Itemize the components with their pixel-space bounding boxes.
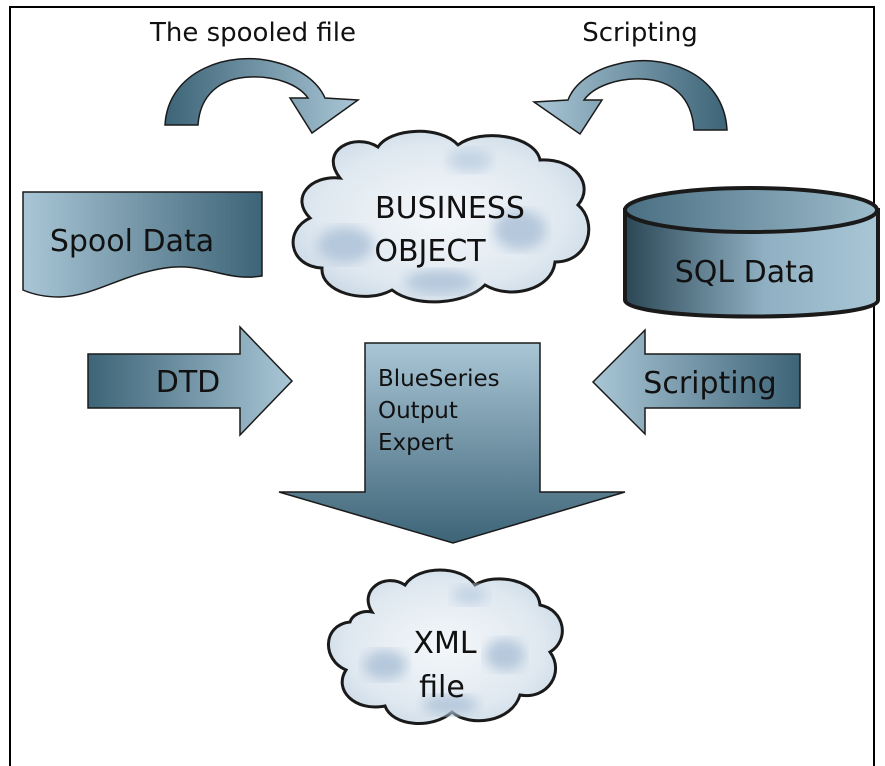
spool-data-document bbox=[22, 191, 263, 298]
spool-data-label: Spool Data bbox=[50, 224, 214, 259]
scripting-arrow bbox=[591, 328, 801, 436]
xml-file-cloud bbox=[327, 568, 564, 725]
dtd-arrow bbox=[87, 325, 294, 437]
scripting-right-label: Scripting bbox=[643, 366, 776, 401]
business-object-label-line1: BUSINESS bbox=[375, 191, 525, 226]
business-object-label-line2: OBJECT bbox=[374, 234, 486, 269]
sql-data-cylinder bbox=[623, 186, 880, 319]
xml-label-line1: XML bbox=[413, 626, 476, 661]
diagram-frame bbox=[9, 6, 875, 766]
curved-arrow-spooled bbox=[164, 57, 361, 135]
business-object-cloud bbox=[291, 129, 591, 304]
spooled-file-label: The spooled file bbox=[149, 18, 356, 48]
curved-arrow-scripting bbox=[531, 60, 728, 136]
expert-label-line2: Output bbox=[378, 398, 458, 424]
blueseries-expert-arrow bbox=[278, 342, 626, 544]
expert-label-line3: Expert bbox=[378, 430, 453, 456]
expert-label-line1: BlueSeries bbox=[378, 366, 500, 392]
sql-data-label: SQL Data bbox=[675, 255, 816, 290]
dtd-label: DTD bbox=[156, 365, 221, 400]
scripting-top-label: Scripting bbox=[582, 18, 698, 48]
xml-label-line2: file bbox=[419, 670, 465, 705]
